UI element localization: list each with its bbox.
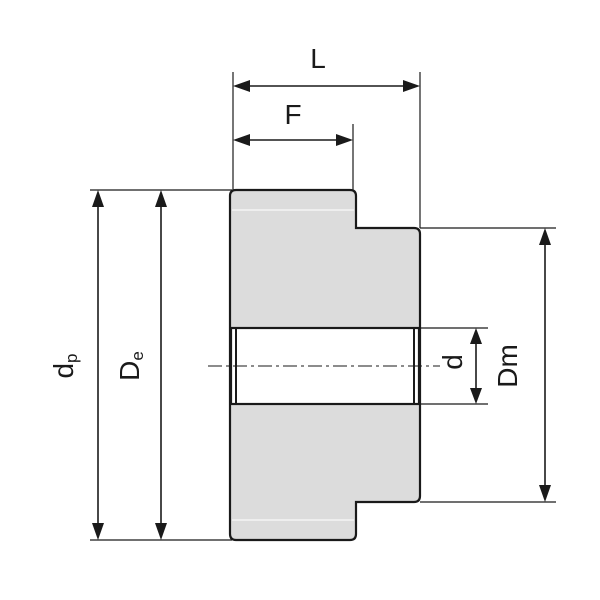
dimension-L: L [233,43,420,92]
extension-lines [90,72,556,541]
label-dp: dp [48,353,81,378]
dimension-dp: dp [48,190,104,540]
label-L: L [310,43,326,74]
dimension-d: d [437,328,482,404]
label-Dm: Dm [492,344,523,388]
dimension-Dm: Dm [492,228,551,502]
dimension-F: F [233,99,353,146]
label-De: De [114,351,147,381]
label-F: F [284,99,301,130]
label-d: d [437,354,468,370]
dimension-De: De [114,190,167,540]
part-section [208,188,440,542]
